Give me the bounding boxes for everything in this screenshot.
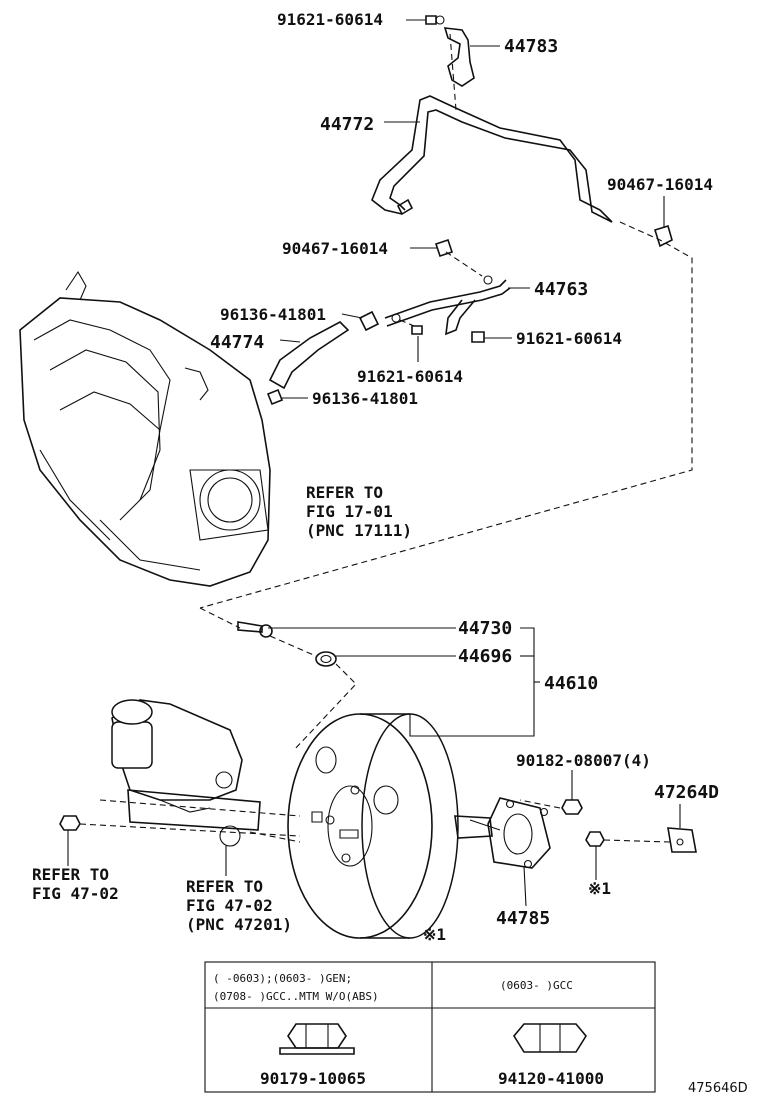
label-90182-08007: 90182-08007(4) bbox=[516, 751, 651, 770]
label-91621-60614-lower: 91621-60614 bbox=[357, 367, 463, 386]
label-90467-16014-left: 90467-16014 bbox=[282, 239, 388, 258]
label-90467-16014-right: 90467-16014 bbox=[607, 175, 713, 194]
grommet-44696 bbox=[315, 651, 337, 667]
label-44774: 44774 bbox=[210, 332, 264, 353]
label-47264D: 47264D bbox=[654, 782, 719, 803]
table-col2-part: 94120-41000 bbox=[498, 1069, 604, 1088]
hose-44774 bbox=[268, 321, 350, 390]
label-96136-41801-upper: 96136-41801 bbox=[220, 305, 326, 324]
note-table: ( -0603);(0603- )GEN; (0708- )GCC..MTM W… bbox=[204, 961, 656, 1093]
pipe-44763 bbox=[384, 275, 511, 336]
brake-booster-44610 bbox=[287, 713, 501, 939]
label-44610: 44610 bbox=[544, 673, 598, 694]
ref-throttle-line2: FIG 17-01 bbox=[306, 502, 393, 521]
table-col2-header: (0603- )GCC bbox=[500, 979, 573, 992]
nut-note1 bbox=[585, 831, 605, 847]
label-44783: 44783 bbox=[504, 36, 558, 57]
clamp-96136-lower bbox=[266, 388, 284, 406]
figure-code: 475646D bbox=[688, 1081, 748, 1096]
ref-throttle-line1: REFER TO bbox=[306, 483, 383, 502]
clip-90467-left bbox=[434, 238, 454, 258]
bolt-91621-right bbox=[471, 331, 485, 343]
nut-90182 bbox=[561, 799, 583, 815]
table-col1-header-line1: ( -0603);(0603- )GEN; bbox=[213, 972, 352, 985]
ref-throttle-line3: (PNC 17111) bbox=[306, 521, 412, 540]
bracket-47264D bbox=[667, 827, 697, 853]
ref-mid-line1: REFER TO bbox=[186, 877, 263, 896]
intake-manifold bbox=[19, 270, 271, 587]
label-44730: 44730 bbox=[458, 618, 512, 639]
label-96136-41801-lower: 96136-41801 bbox=[312, 389, 418, 408]
clamp-96136-upper bbox=[358, 310, 380, 332]
label-44696: 44696 bbox=[458, 646, 512, 667]
ref-left-line1: REFER TO bbox=[32, 865, 109, 884]
table-col1-header-line2: (0708- )GCC..MTM W/O(ABS) bbox=[213, 990, 379, 1003]
bolt-91621-mid bbox=[411, 325, 423, 335]
hose-44772 bbox=[371, 95, 613, 223]
gasket-44785 bbox=[487, 797, 551, 869]
label-44763: 44763 bbox=[534, 279, 588, 300]
ref-mid-line3: (PNC 47201) bbox=[186, 915, 292, 934]
ref-left-line2: FIG 47-02 bbox=[32, 884, 119, 903]
hex-nut-icon bbox=[513, 1023, 587, 1053]
flange-nut-icon bbox=[279, 1023, 355, 1055]
label-91621-60614-right: 91621-60614 bbox=[516, 329, 622, 348]
bolt-91621-top bbox=[425, 15, 437, 25]
label-44772: 44772 bbox=[320, 114, 374, 135]
note-mark-2: ※1 bbox=[423, 925, 446, 944]
master-cylinder bbox=[59, 699, 261, 847]
bolt-44730 bbox=[237, 621, 273, 638]
table-col1-part: 90179-10065 bbox=[260, 1069, 366, 1088]
ref-mid-line2: FIG 47-02 bbox=[186, 896, 273, 915]
note-mark-1: ※1 bbox=[588, 879, 611, 898]
label-44785: 44785 bbox=[496, 908, 550, 929]
clip-90467-right bbox=[653, 224, 673, 248]
label-91621-60614-top: 91621-60614 bbox=[277, 10, 383, 29]
bracket-44783 bbox=[435, 15, 475, 87]
